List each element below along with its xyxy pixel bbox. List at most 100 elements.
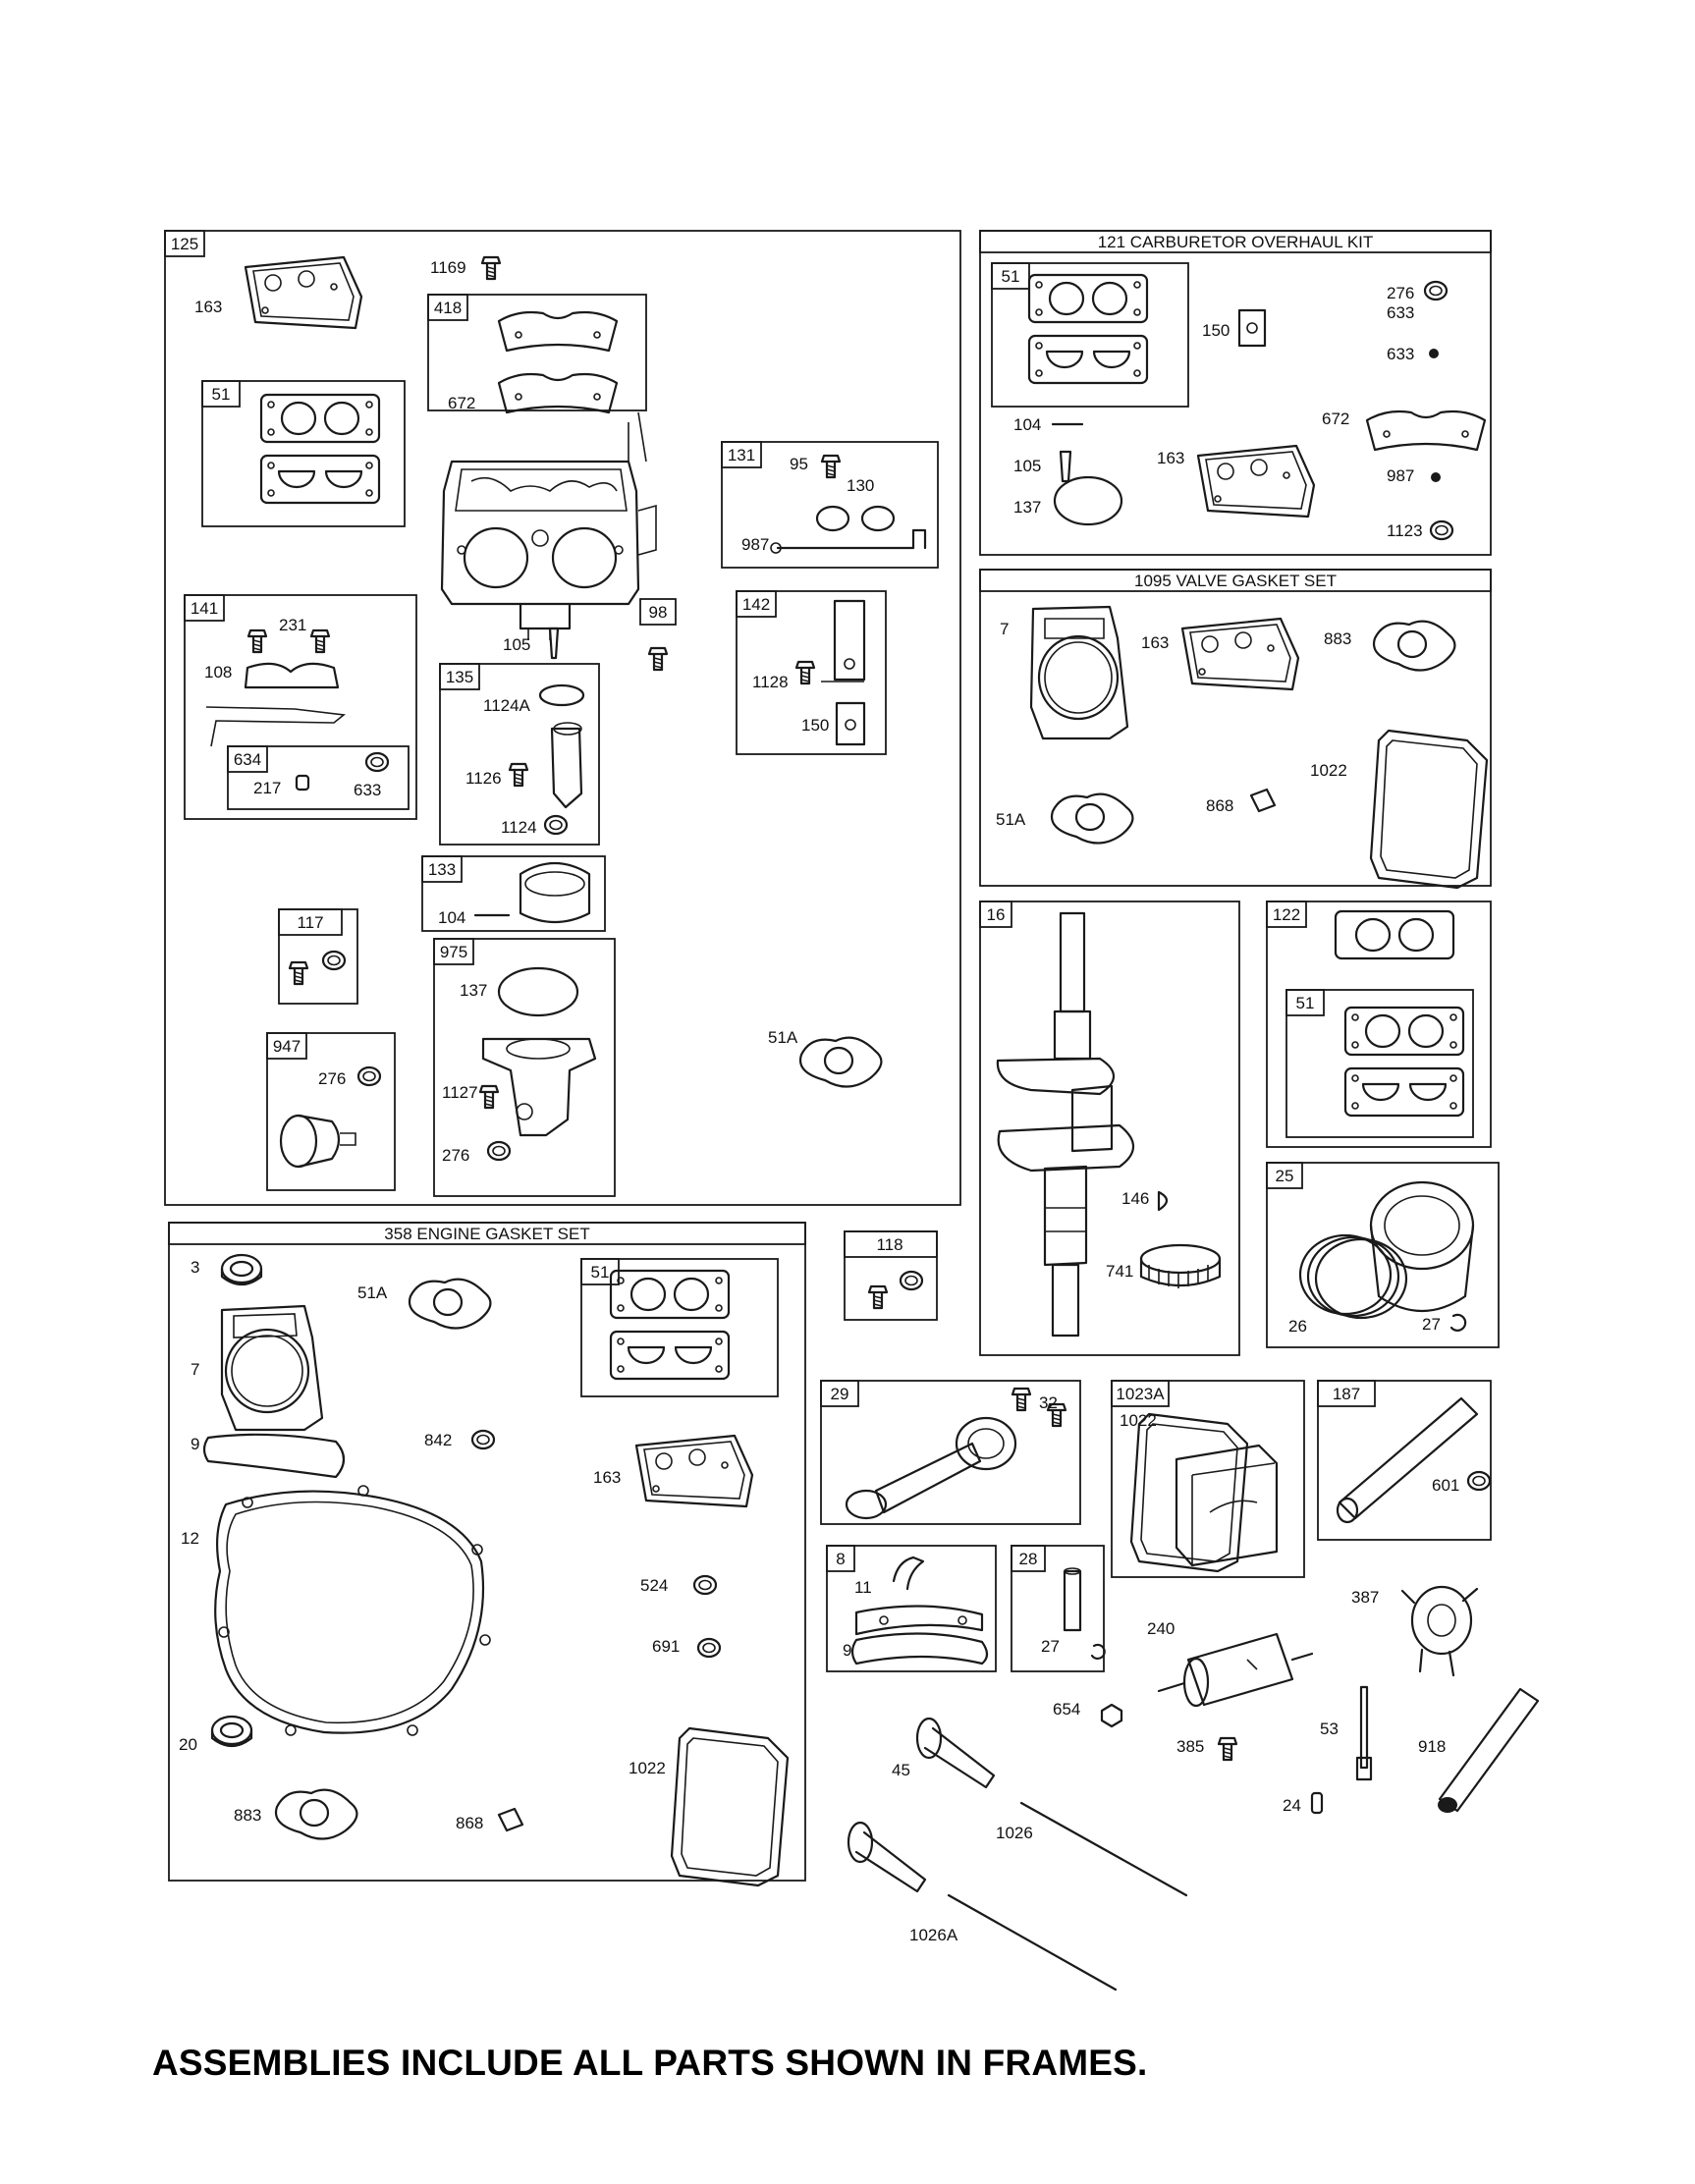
frame-tag: 25 (1276, 1167, 1294, 1185)
part-240-fuel-filter (1157, 1632, 1314, 1708)
part-label: 105 (1013, 457, 1041, 475)
part-601-clamp (1466, 1470, 1492, 1492)
part-1026A-pushrod (947, 1893, 1118, 1992)
part-672-gasket (1365, 410, 1487, 452)
part-label: 672 (448, 394, 475, 412)
part-163-gasket (1196, 444, 1316, 519)
part-691-seal (696, 1637, 722, 1659)
frame-tag: 118 (876, 1235, 902, 1254)
part-12-crankcase-gasket (214, 1485, 491, 1736)
part-633-plug (1429, 349, 1439, 358)
part-868-plug (1249, 788, 1277, 813)
part-label: 11 (854, 1578, 872, 1597)
frame-121-carburetor-overhaul-kit: 121 CARBURETOR OVERHAUL KIT (979, 230, 1492, 556)
frame-1095-valve-gasket-set: 1095 VALVE GASKET SET (979, 569, 1492, 887)
frame-tag: 51 (1296, 994, 1315, 1012)
part-label: 691 (652, 1637, 680, 1656)
frame-tag: 28 (1019, 1550, 1038, 1568)
part-26-rings (1298, 1233, 1408, 1320)
part-883-gasket (1372, 620, 1456, 672)
part-122-gasket (1334, 909, 1455, 960)
part-label: 240 (1147, 1619, 1175, 1638)
part-108-bracket (205, 628, 346, 747)
frame-947: 947 (266, 1032, 396, 1191)
part-label: 3 (191, 1258, 199, 1277)
part-8-breather (854, 1556, 984, 1636)
part-1126-screw (508, 762, 529, 788)
part-label: 1126 (465, 769, 502, 788)
part-label: 654 (1053, 1700, 1080, 1719)
part-633-plug (364, 751, 390, 773)
part-29-connecting-rod (845, 1387, 1067, 1520)
part-1128-screw (794, 660, 816, 685)
part-51-gasket-set (1343, 1006, 1465, 1118)
part-label: 918 (1418, 1737, 1446, 1756)
frame-51-inner: 51 (1285, 989, 1474, 1138)
frame-tag: 142 (742, 595, 770, 614)
part-187-tube (1336, 1396, 1479, 1524)
part-label: 524 (640, 1576, 668, 1595)
frame-131: 131 (721, 441, 939, 569)
frame-135: 135 (439, 663, 600, 846)
frame-tag: 133 (428, 860, 456, 879)
part-1022-gasket (1369, 729, 1489, 890)
part-label: 108 (204, 663, 232, 682)
part-163-gasket (244, 255, 363, 330)
part-51-gasket-set (609, 1269, 731, 1381)
part-label: 1022 (629, 1759, 666, 1777)
part-51-gasket-set (1027, 273, 1149, 385)
part-label: 163 (1157, 449, 1184, 467)
part-label: 9 (191, 1435, 199, 1453)
part-1022-gasket (670, 1726, 790, 1887)
part-label: 130 (847, 476, 874, 495)
part-label: 27 (1041, 1637, 1060, 1656)
part-842-oring (470, 1429, 496, 1450)
part-53-fitting (1355, 1685, 1373, 1781)
part-28-pin (1063, 1567, 1082, 1632)
part-label: 1026 (996, 1824, 1033, 1842)
frame-29: 29 (820, 1380, 1081, 1525)
part-987-spring (1431, 472, 1441, 482)
frame-975: 975 (433, 938, 616, 1197)
part-947-solenoid (279, 1065, 382, 1169)
part-label: 1124A (483, 696, 531, 715)
assemblies-footer-note: ASSEMBLIES INCLUDE ALL PARTS SHOWN IN FR… (152, 2043, 1148, 2083)
frame-tag: 125 (171, 235, 198, 253)
part-label: 137 (460, 981, 487, 1000)
frame-title: 358 ENGINE GASKET SET (384, 1225, 589, 1243)
part-163-gasket (1180, 617, 1300, 691)
frame-tag: 51 (212, 385, 231, 404)
part-741-gear (1139, 1243, 1222, 1288)
frame-tag: 117 (297, 913, 323, 932)
frame-51-carb: 51 (201, 380, 406, 527)
part-146-key (1157, 1190, 1169, 1212)
part-150-plate (1237, 308, 1267, 348)
frame-tag: 98 (649, 603, 668, 622)
part-20-seal (210, 1715, 253, 1748)
frame-1023A: 1023A (1111, 1380, 1305, 1578)
part-7-head-gasket (220, 1304, 324, 1432)
part-label: 217 (253, 779, 281, 797)
part-label: 1127 (442, 1083, 478, 1102)
frame-634: 634 (227, 745, 410, 810)
part-27-clip (1090, 1643, 1106, 1661)
part-25-piston (1369, 1180, 1475, 1312)
frame-tag: 947 (273, 1037, 301, 1056)
part-label: 987 (741, 535, 769, 554)
frame-tag: 51 (1002, 267, 1020, 286)
part-label: 868 (1206, 796, 1233, 815)
part-883-gasket (274, 1788, 358, 1840)
frame-tag: 1023A (1116, 1385, 1165, 1403)
part-label: 842 (424, 1431, 452, 1449)
frame-118: 118 (844, 1230, 938, 1321)
part-label: 104 (438, 908, 465, 927)
part-3-seal (220, 1253, 263, 1286)
frame-133: 133 (421, 855, 606, 932)
part-98-screw (647, 646, 669, 672)
part-label: 1026A (909, 1926, 958, 1944)
part-label: 633 (1387, 345, 1414, 363)
part-133-housing (473, 862, 591, 923)
carburetor-body (440, 411, 657, 640)
part-label: 32 (1039, 1393, 1058, 1412)
frame-142: 142 (736, 590, 887, 755)
